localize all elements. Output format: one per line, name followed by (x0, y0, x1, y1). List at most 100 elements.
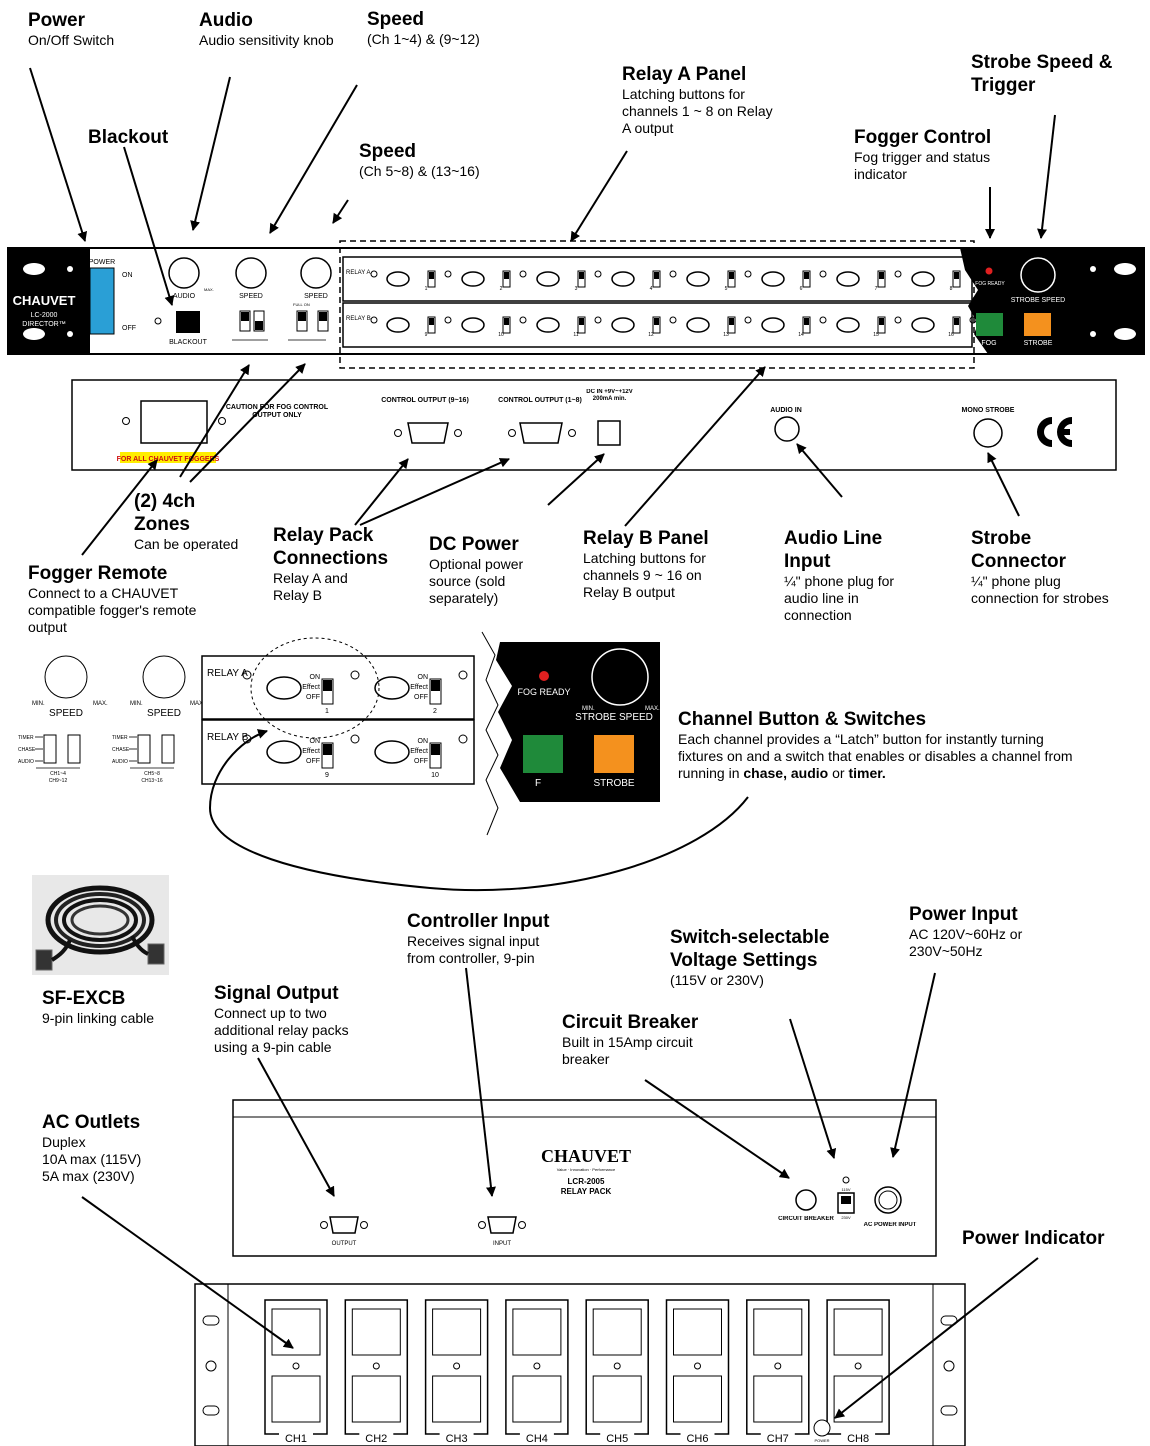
fog-control-port[interactable] (140, 400, 208, 444)
outlet-socket[interactable] (432, 1308, 482, 1356)
fogger-control-callout: Fogger Control Fog trigger and status in… (854, 126, 1024, 183)
channel-switch-lever (954, 272, 959, 279)
power-indicator-callout: Power Indicator (962, 1227, 1142, 1250)
strobe-button[interactable] (1024, 313, 1051, 336)
ce-mark (1037, 417, 1072, 447)
channel-led (744, 316, 752, 324)
outlet-label-bg (279, 1430, 313, 1444)
detail-zone-label: CH9~12 (49, 778, 68, 784)
outlet-socket[interactable] (592, 1375, 642, 1423)
outlet-socket[interactable] (512, 1375, 562, 1423)
blackout-callout-title: Blackout (88, 127, 169, 148)
relay-row-label: RELAY A (346, 270, 370, 276)
latch-button[interactable] (911, 317, 935, 333)
detail-mode-label: CHASE (18, 747, 36, 753)
control-output-1-8-label: CONTROL OUTPUT (1~8) (498, 397, 582, 404)
sf-excb-callout-desc: 9-pin linking cable (42, 1010, 155, 1026)
input-port[interactable] (478, 1216, 526, 1234)
detail-mode-label: TIMER (112, 735, 128, 741)
output-port[interactable] (320, 1216, 368, 1234)
speed-knob-2[interactable] (300, 257, 332, 289)
outlet-socket[interactable] (432, 1375, 482, 1423)
power-indicator-light (813, 1419, 831, 1437)
strobe-speed-knob[interactable] (1020, 257, 1056, 293)
latch-button[interactable] (461, 271, 485, 287)
latch-button[interactable] (911, 271, 935, 287)
detail-channel-led (458, 670, 468, 680)
outlet-socket[interactable] (753, 1308, 803, 1356)
circuit-breaker[interactable] (795, 1189, 817, 1211)
detail-zone-switch (67, 734, 81, 764)
detail-strobe-knob (591, 648, 649, 706)
zone-switches[interactable] (232, 310, 329, 341)
latch-button[interactable] (686, 317, 710, 333)
detail-mode-label: TIMER (18, 735, 34, 741)
power-input-callout-title: Power Input (909, 904, 1018, 925)
mono-strobe-jack[interactable] (973, 418, 1003, 448)
relay-pack-callout-title: Relay Pack Connections (273, 525, 389, 569)
outlet-label-bg (841, 1430, 876, 1444)
detail-switch-label: ON (418, 674, 429, 681)
channel-switch-lever (879, 318, 884, 325)
latch-button[interactable] (386, 317, 410, 333)
fogger-remote-callout-title: Fogger Remote (28, 563, 168, 584)
outlet-socket[interactable] (673, 1308, 722, 1356)
outlet-socket[interactable] (592, 1308, 642, 1356)
detail-fog-led (539, 671, 549, 681)
latch-button[interactable] (611, 317, 635, 333)
outlet-socket[interactable] (351, 1375, 401, 1423)
voltage-callout-title: Switch-selectable Voltage Settings (670, 927, 830, 971)
outlet-label: CH4 (526, 1433, 548, 1445)
channel-number: 8 (950, 286, 953, 292)
outlet-socket[interactable] (512, 1308, 562, 1356)
outlet-socket[interactable] (673, 1375, 722, 1423)
control-output-9-16-port[interactable] (394, 422, 462, 444)
outlet-screw (774, 1362, 782, 1370)
speed-knob-1-label: SPEED (239, 293, 263, 300)
speed-knob-1[interactable] (235, 257, 267, 289)
latch-button[interactable] (686, 271, 710, 287)
relay-row-led (370, 270, 378, 278)
latch-button[interactable] (761, 317, 785, 333)
strobe-connector-callout-title: Strobe Connector (971, 528, 1066, 572)
fog-button[interactable] (976, 313, 1003, 336)
blackout-button[interactable] (176, 311, 200, 333)
audio-callout-desc: Audio sensitivity knob (199, 32, 334, 48)
relay-a-callout-title: Relay A Panel (622, 64, 747, 85)
fog-strobe-section: FOG READY STROBE SPEED FOG STROBE (960, 248, 1144, 354)
control-output-1-8-port[interactable] (508, 422, 576, 444)
channel-switch-lever (804, 272, 809, 279)
outlet-screw (533, 1362, 541, 1370)
channel-desc-part-4: timer. (848, 765, 886, 781)
latch-button[interactable] (536, 317, 560, 333)
power-on-label: ON (122, 272, 133, 279)
channel-led (519, 270, 527, 278)
audio-in-jack[interactable] (774, 416, 800, 442)
dc-in-port[interactable] (597, 420, 621, 446)
speed2-callout-desc: (Ch 5~8) & (13~16) (359, 163, 480, 179)
channel-led (444, 316, 452, 324)
outlet-socket[interactable] (753, 1375, 803, 1423)
relay-pack-callout: Relay Pack Connections Relay A and Relay… (273, 524, 408, 604)
latch-button[interactable] (461, 317, 485, 333)
latch-button[interactable] (836, 317, 860, 333)
latch-button[interactable] (836, 271, 860, 287)
latch-button[interactable] (611, 271, 635, 287)
outlet-socket[interactable] (351, 1308, 401, 1356)
latch-button[interactable] (386, 271, 410, 287)
outlet-socket[interactable] (271, 1308, 321, 1356)
power-indicator-label: POWER (814, 1438, 829, 1443)
channel-led (519, 316, 527, 324)
zones-callout-title: (2) 4ch Zones (134, 491, 196, 535)
relay-b-callout: Relay B Panel Latching buttons for chann… (583, 527, 733, 601)
power-switch[interactable] (89, 267, 115, 335)
outlet-socket[interactable] (833, 1308, 883, 1356)
outlet-socket[interactable] (271, 1375, 321, 1423)
power-indicator-callout-title: Power Indicator (962, 1228, 1105, 1249)
audio-knob[interactable] (168, 257, 200, 289)
latch-button[interactable] (761, 271, 785, 287)
latch-button[interactable] (536, 271, 560, 287)
speed-knob-2-label: SPEED (304, 293, 328, 300)
voltage-callout-desc: (115V or 230V) (670, 972, 764, 988)
